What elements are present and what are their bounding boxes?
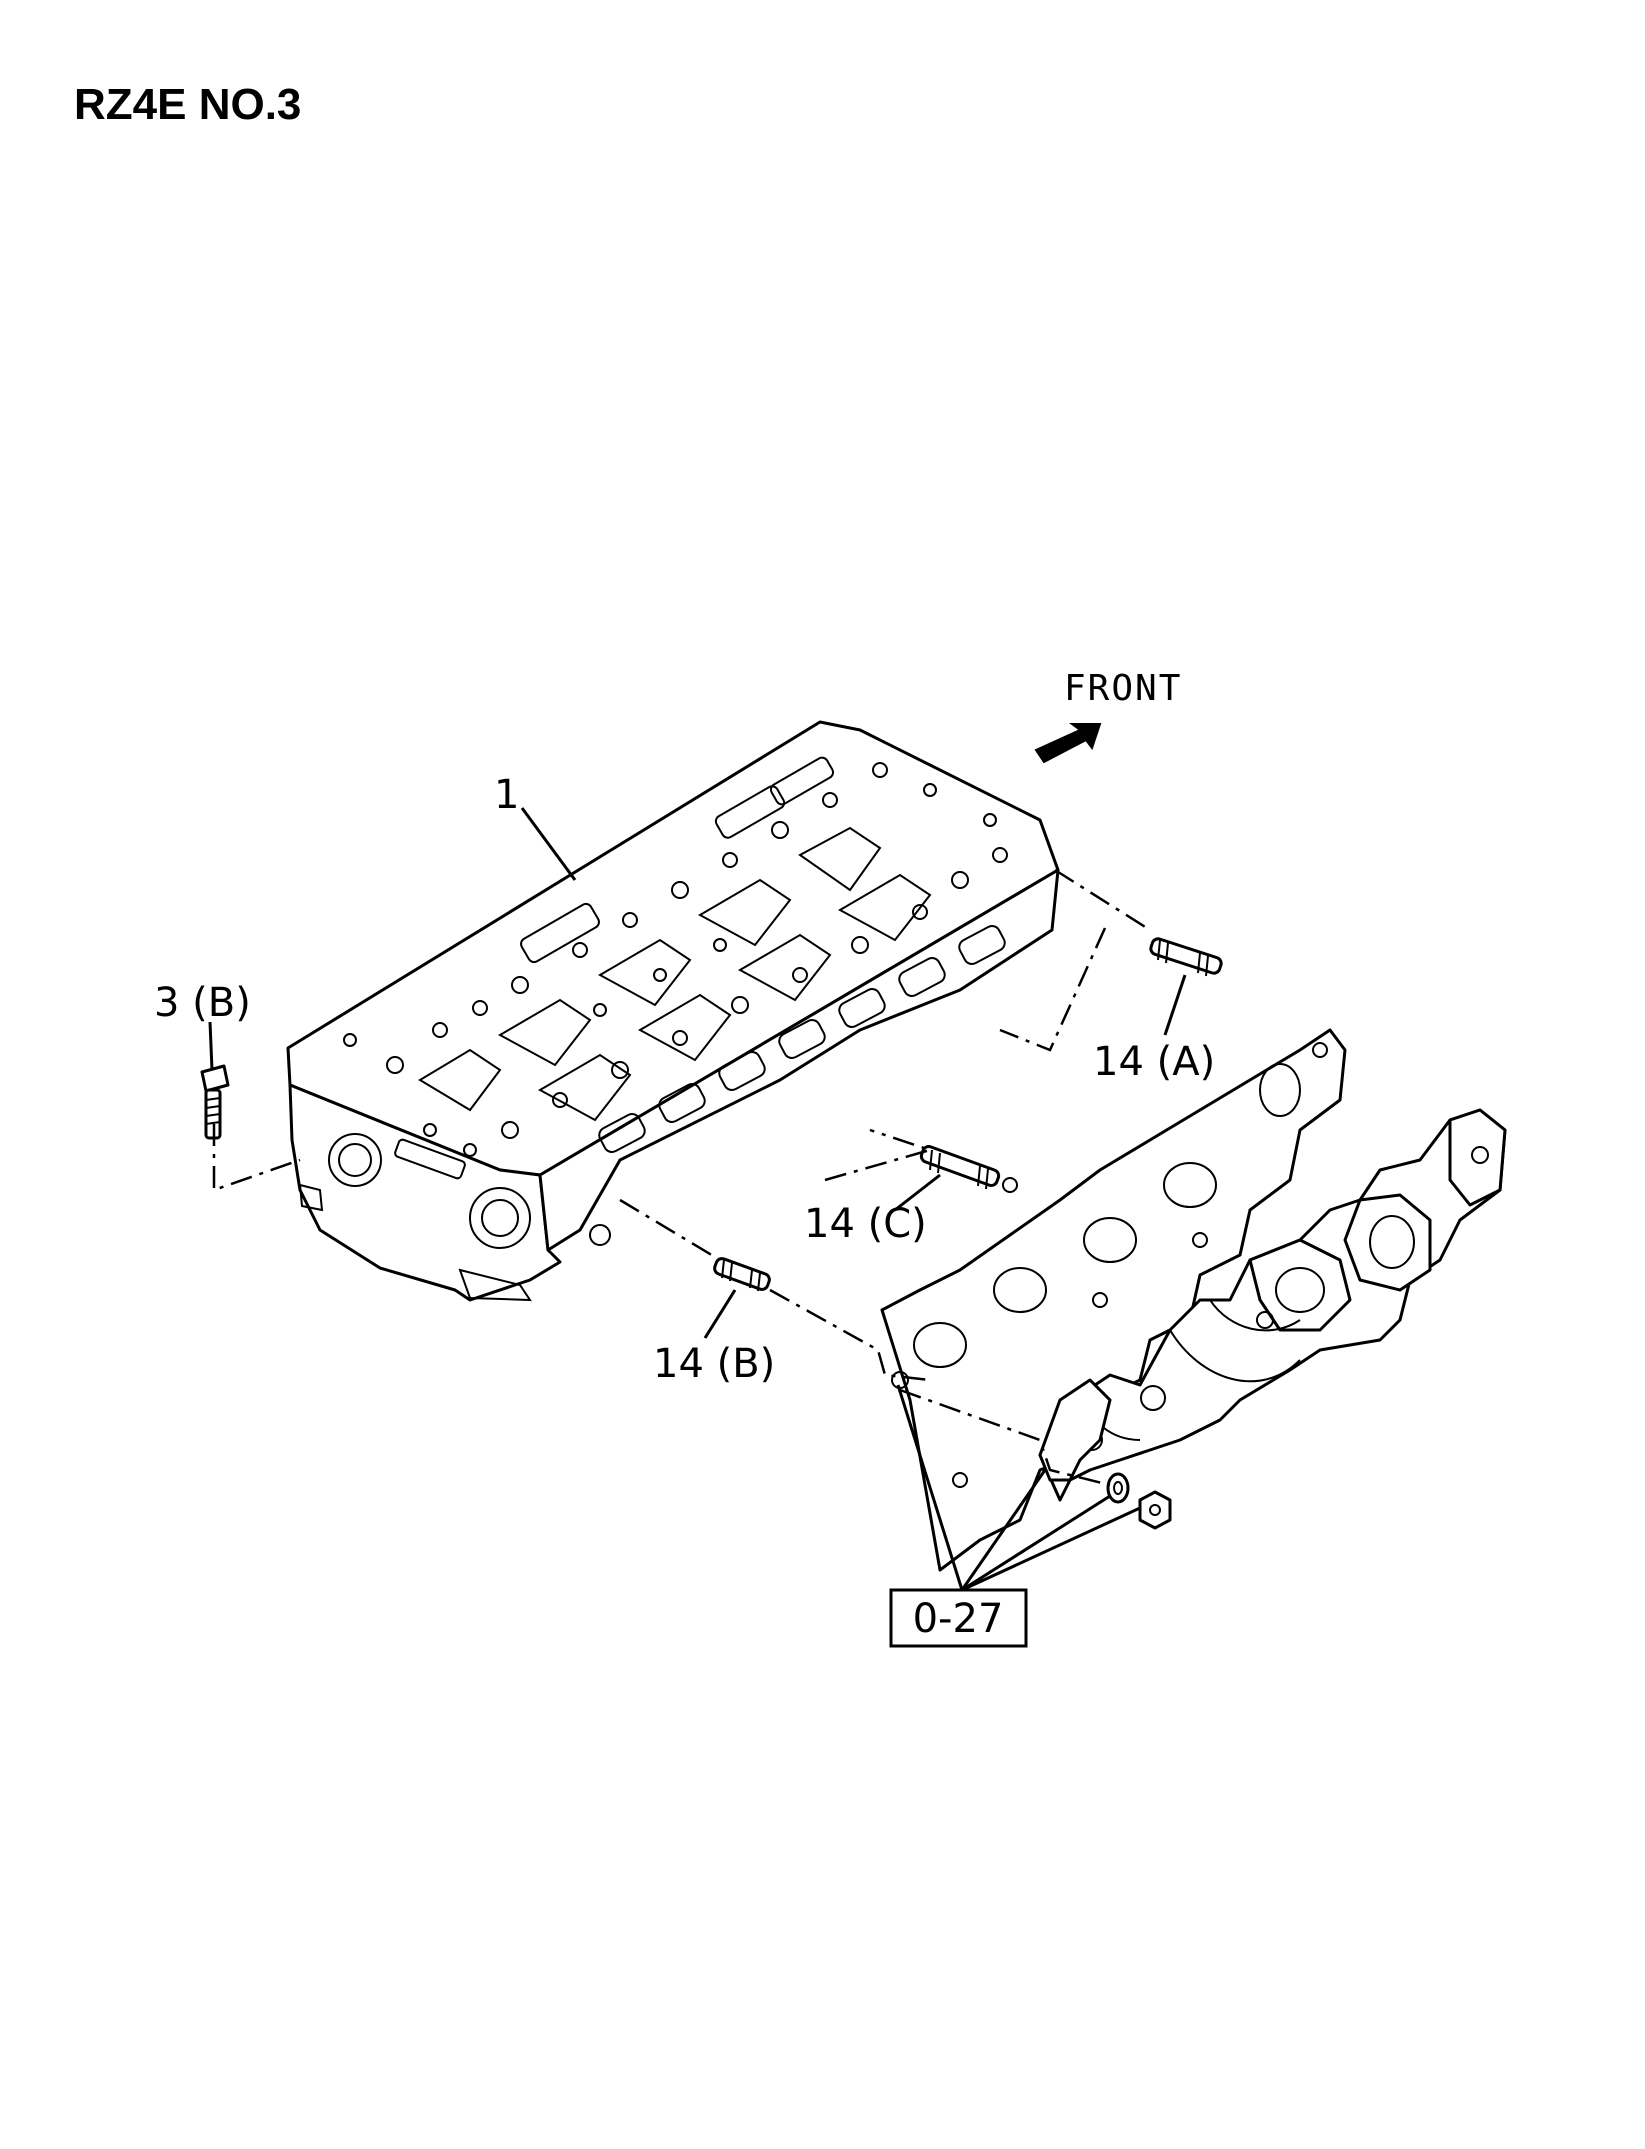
leader-lines: [208, 807, 1187, 1592]
cylinder-head-part: [286, 720, 1060, 1302]
callout-1: 1: [494, 772, 519, 818]
callout-3b: 3 (B): [154, 980, 251, 1026]
page-title: RZ4E NO.3: [74, 80, 302, 129]
nut-part: [1138, 1490, 1172, 1530]
reference-box: 0-27: [889, 1588, 1028, 1648]
assembly-lines: [212, 868, 1151, 1487]
bolt-part: [200, 1064, 230, 1140]
front-label: FRONT: [1064, 668, 1182, 709]
callout-14a: 14 (A): [1093, 1039, 1215, 1085]
washer-part: [1106, 1472, 1130, 1504]
callout-14b: 14 (B): [653, 1341, 775, 1387]
exhaust-manifold-part: [1038, 1108, 1507, 1502]
callout-14c: 14 (C): [804, 1201, 927, 1247]
stud-a-part: [1149, 937, 1223, 977]
reference-label: 0-27: [913, 1596, 1004, 1642]
stud-b-part: [713, 1257, 771, 1292]
arrow-up-right-icon: [1034, 723, 1102, 764]
